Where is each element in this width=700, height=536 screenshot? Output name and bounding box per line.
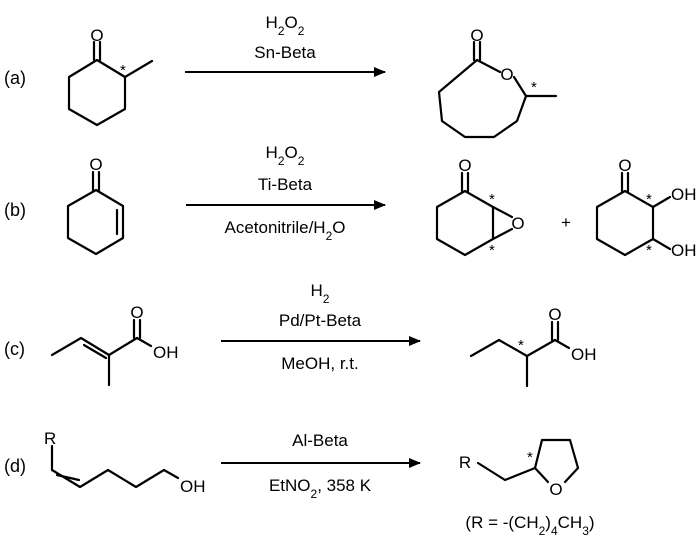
solvent-temperature: EtNO2, 358 K <box>269 476 372 501</box>
reagent-h2o2: H2O2 <box>266 143 305 168</box>
ring-bonds <box>533 438 580 484</box>
reaction-b-substrate: O <box>66 155 125 256</box>
methyl-bond <box>123 59 154 79</box>
stereocenter-marker: * <box>531 79 537 96</box>
cis-alkene-inner-bond <box>55 473 81 482</box>
alkene-inner-bond <box>82 343 108 360</box>
r-definition-note: (R = -(CH2)4CH3) <box>465 513 594 536</box>
oxygen-atom: O <box>90 26 103 45</box>
plus-sign: + <box>561 213 571 232</box>
carbonyl-oxygen: O <box>470 26 483 45</box>
catalyst-al-beta: Al-Beta <box>292 431 348 450</box>
solvent-label: MeOH, r.t. <box>281 354 358 373</box>
hydroxyl-group: OH <box>671 241 697 260</box>
hydroxyl-group: OH <box>671 185 697 204</box>
epoxide-oxygen: O <box>511 214 524 233</box>
epoxide-bonds <box>491 205 514 241</box>
reaction-a-label: (a) <box>4 68 26 88</box>
stereocenter-marker: * <box>489 242 495 259</box>
reaction-b: (b) O H2O2 Ti-Beta Acetonitrile/H2O O O … <box>4 143 697 260</box>
reagent-h2o2: H2O2 <box>266 13 305 38</box>
hydroxyl-group: OH <box>153 343 179 362</box>
r-group: R <box>44 429 56 448</box>
carbonyl-bond <box>550 320 560 342</box>
carbon-skeleton <box>50 336 139 357</box>
reaction-c: (c) O OH H2 Pd/Pt-Beta MeOH, r.t. O OH * <box>4 281 597 388</box>
ring-bonds <box>595 189 655 257</box>
catalyst-ti-beta: Ti-Beta <box>258 175 313 194</box>
ring-bonds <box>435 189 495 257</box>
stereocenter-marker: * <box>120 62 126 79</box>
carbon-skeleton <box>469 338 557 358</box>
r-group: R <box>459 453 471 472</box>
reaction-d-substrate: R OH <box>44 429 206 496</box>
solvent-label: Acetonitrile/H2O <box>224 218 345 243</box>
side-chain <box>476 461 537 482</box>
catalyst-pd-pt-beta: Pd/Pt-Beta <box>279 311 362 330</box>
carbonyl-oxygen: O <box>130 303 143 322</box>
stereocenter-marker: * <box>489 191 495 208</box>
carbonyl-bond <box>620 171 630 193</box>
reaction-c-substrate: O OH <box>50 303 179 387</box>
stereocenter-marker: * <box>646 191 652 208</box>
stereocenter-marker: * <box>527 449 533 466</box>
reaction-b-product-epoxide: O O * * <box>435 156 525 259</box>
reaction-d: (d) R OH Al-Beta EtNO2, 358 K R O * (R =… <box>4 429 595 536</box>
ring-oxygen: O <box>500 65 513 84</box>
reaction-c-label: (c) <box>4 339 25 359</box>
ring-oxygen: O <box>549 480 562 499</box>
reaction-c-product: O OH * <box>469 305 597 388</box>
ring-bonds <box>67 58 127 127</box>
hydroxyl-group: OH <box>571 345 597 364</box>
reaction-b-product-diol: O OH OH * * <box>595 156 697 260</box>
reaction-a-product: O O * <box>437 26 558 139</box>
hydroxyl-bond <box>135 336 153 348</box>
catalyst-sn-beta: Sn-Beta <box>254 43 316 62</box>
carbon-chain <box>50 468 180 489</box>
hydroxyl-bonds <box>651 195 672 251</box>
carbonyl-oxygen: O <box>618 156 631 175</box>
ring-bonds <box>437 58 528 139</box>
carbonyl-bond <box>132 318 142 340</box>
oxygen-atom: O <box>89 155 102 174</box>
carbonyl-bond <box>460 171 470 193</box>
reaction-a: (a) O * H2O2 Sn-Beta O O * <box>4 13 558 139</box>
reaction-d-product: R O * <box>459 438 580 499</box>
hydroxyl-group: OH <box>180 477 206 496</box>
carbonyl-bond <box>91 170 101 192</box>
reaction-b-label: (b) <box>4 200 26 220</box>
reaction-d-label: (d) <box>4 456 26 476</box>
carbonyl-oxygen: O <box>458 156 471 175</box>
carbonyl-bond <box>92 40 102 62</box>
ring-bonds <box>66 188 125 256</box>
carbonyl-bond <box>472 40 482 62</box>
stereocenter-marker: * <box>518 337 524 354</box>
hydroxyl-bond <box>553 338 571 350</box>
stereocenter-marker: * <box>646 242 652 259</box>
reagent-h2: H2 <box>311 281 330 306</box>
carbonyl-oxygen: O <box>548 305 561 324</box>
reaction-a-substrate: O * <box>67 26 154 127</box>
